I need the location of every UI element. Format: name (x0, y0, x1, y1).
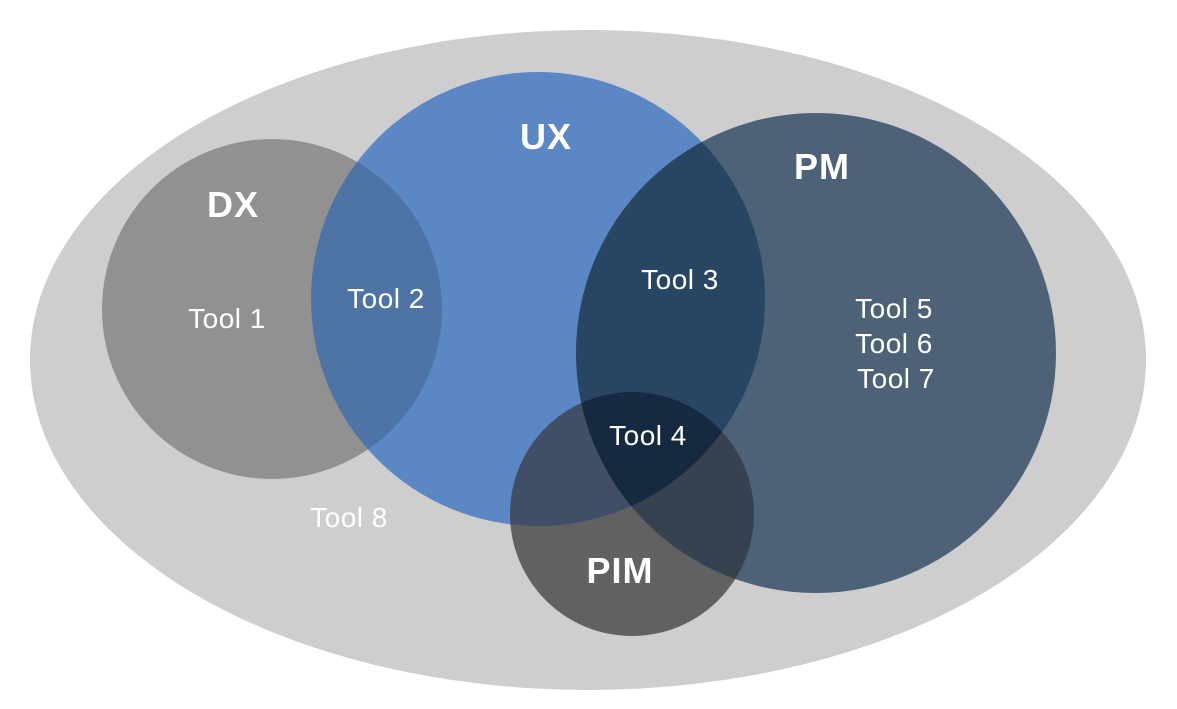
pim-label: PIM (586, 550, 653, 591)
pim-overlaps-group (510, 392, 754, 593)
tool-1-label: Tool 1 (188, 303, 266, 334)
dx-ux-overlap (311, 139, 442, 479)
ux-label: UX (520, 116, 572, 157)
pm-label: PM (794, 146, 850, 187)
tool-5-label: Tool 5 (855, 293, 933, 324)
tool-6-label: Tool 6 (855, 328, 933, 359)
tool-3-label: Tool 3 (641, 264, 719, 295)
tool-8-label: Tool 8 (310, 502, 388, 533)
tool-4-label: Tool 4 (609, 420, 687, 451)
tool-7-label: Tool 7 (857, 363, 935, 394)
tool-2-label: Tool 2 (347, 283, 425, 314)
pm-pim-overlap (576, 392, 754, 593)
dx-ux-overlap-group (311, 139, 442, 479)
dx-label: DX (207, 184, 259, 225)
